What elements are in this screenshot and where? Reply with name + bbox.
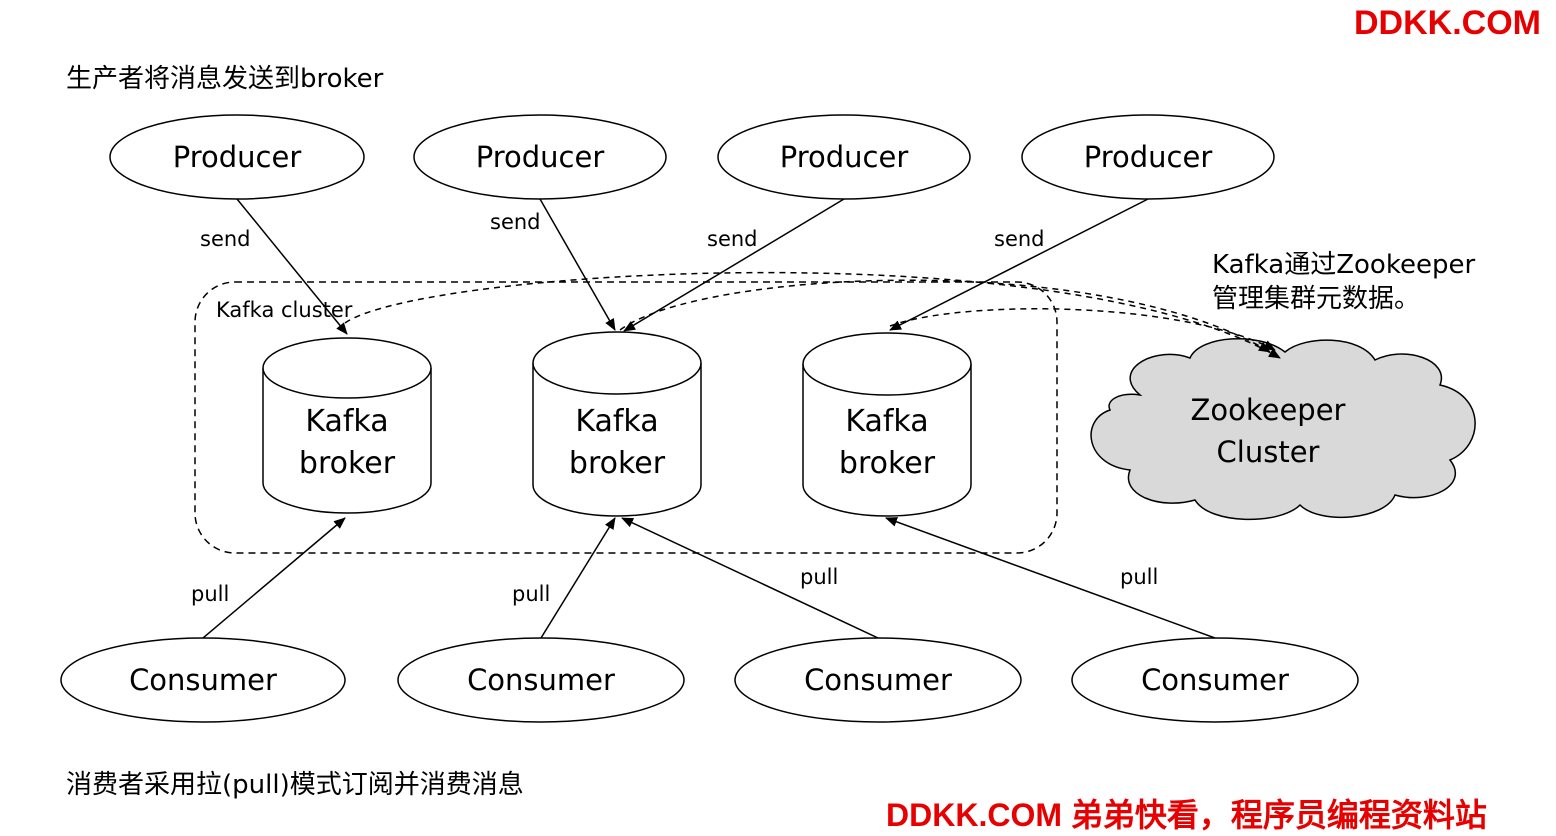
kafka-broker: Kafka broker <box>532 331 702 517</box>
producer-node: Producer <box>109 114 365 200</box>
zookeeper-note-line1: Kafka通过Zookeeper <box>1212 250 1476 280</box>
watermark-bottom: DDKK.COM 弟弟快看，程序员编程资料站 <box>886 797 1487 833</box>
broker-label-line1: Kafka <box>845 404 928 439</box>
pull-arrow <box>621 517 879 639</box>
producer-label: Producer <box>476 140 605 174</box>
send-arrow <box>623 198 845 332</box>
consumer-node: Consumer <box>1071 637 1359 723</box>
producer-node: Producer <box>413 114 667 200</box>
consumer-label: Consumer <box>129 663 277 697</box>
footer-caption: 消费者采用拉(pull)模式订阅并消费消息 <box>66 770 524 800</box>
send-arrow <box>889 198 1149 331</box>
zookeeper-metadata-link <box>889 308 1276 351</box>
producer-node: Producer <box>1021 114 1275 200</box>
zookeeper-cloud: Zookeeper Cluster <box>1090 337 1476 521</box>
pull-label: pull <box>191 582 230 606</box>
pull-arrow <box>540 517 616 639</box>
pull-label: pull <box>512 582 551 606</box>
zookeeper-metadata-link <box>344 271 1281 359</box>
pull-label: pull <box>1120 565 1159 589</box>
broker-label-line1: Kafka <box>575 404 658 439</box>
pull-label: pull <box>800 565 839 589</box>
pull-arrow <box>202 517 346 639</box>
producer-label: Producer <box>1084 140 1213 174</box>
broker-label-line2: broker <box>569 446 666 481</box>
producer-label: Producer <box>780 140 909 174</box>
kafka-broker: Kafka broker <box>802 332 972 517</box>
consumer-node: Consumer <box>60 637 346 723</box>
send-label: send <box>200 227 251 251</box>
zookeeper-note-line2: 管理集群元数据。 <box>1212 284 1421 314</box>
zookeeper-label-line1: Zookeeper <box>1191 393 1346 427</box>
pull-arrow <box>885 517 1216 639</box>
consumer-label: Consumer <box>467 663 615 697</box>
consumer-label: Consumer <box>1141 663 1289 697</box>
kafka-broker: Kafka broker <box>262 337 432 514</box>
consumer-node: Consumer <box>734 637 1022 723</box>
consumer-node: Consumer <box>397 637 685 723</box>
send-label: send <box>490 210 541 234</box>
producer-node: Producer <box>717 114 971 200</box>
cluster-label: Kafka cluster <box>216 298 353 322</box>
send-arrow <box>539 198 616 331</box>
zookeeper-label-line2: Cluster <box>1217 435 1320 469</box>
send-arrow <box>236 198 348 335</box>
send-label: send <box>707 227 758 251</box>
header-caption: 生产者将消息发送到broker <box>66 64 384 94</box>
watermark-top: DDKK.COM <box>1354 4 1541 42</box>
consumer-label: Consumer <box>804 663 952 697</box>
broker-label-line2: broker <box>839 446 936 481</box>
broker-label-line1: Kafka <box>305 404 388 439</box>
producer-label: Producer <box>173 140 302 174</box>
send-label: send <box>994 227 1045 251</box>
zookeeper-metadata-link <box>619 279 1271 353</box>
broker-label-line2: broker <box>299 446 396 481</box>
kafka-cluster-boundary <box>194 281 1058 554</box>
